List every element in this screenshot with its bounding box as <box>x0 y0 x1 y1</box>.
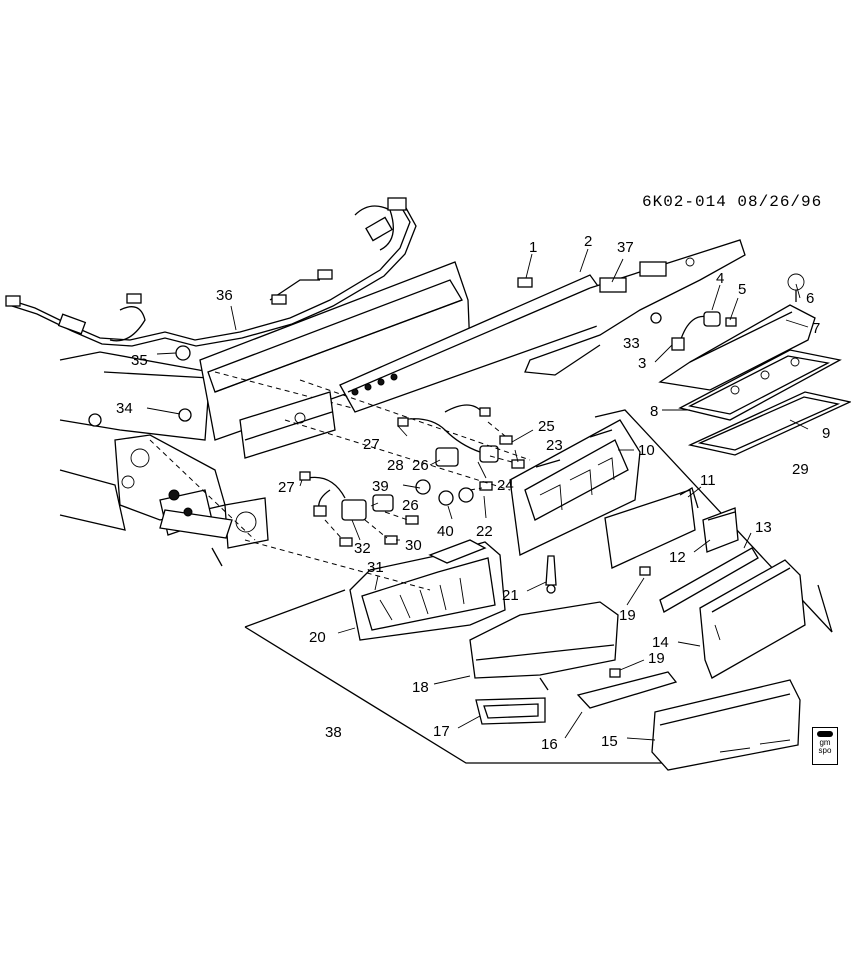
gm-spo-logo-icon: gm spo <box>812 727 838 765</box>
callout-19-top: 19 <box>619 607 636 624</box>
rear-panel-2 <box>199 261 471 459</box>
callout-15: 15 <box>601 733 618 750</box>
callout-2: 2 <box>584 233 592 250</box>
strip-16 <box>576 671 678 709</box>
group-outline-38 <box>244 589 668 764</box>
body-panel <box>59 351 269 567</box>
assembly-dashes <box>149 379 531 591</box>
callout-27-lower: 27 <box>278 479 295 496</box>
filler-18 <box>469 601 619 691</box>
callout-9: 9 <box>822 425 830 442</box>
socket-32-26 <box>299 471 394 521</box>
callout-20: 20 <box>309 629 326 646</box>
callout-25: 25 <box>538 418 555 435</box>
reflector-11 <box>604 487 699 569</box>
diagram-code: 6K02-014 08/26/96 <box>642 193 823 211</box>
gm-logo-line1: gm <box>819 738 831 747</box>
callout-21: 21 <box>502 587 519 604</box>
callout-1: 1 <box>529 239 537 256</box>
callout-28: 28 <box>387 457 404 474</box>
callout-33: 33 <box>623 335 640 352</box>
socket-4 <box>650 311 737 351</box>
callout-32: 32 <box>354 540 371 557</box>
callout-16: 16 <box>541 736 558 753</box>
callout-18: 18 <box>412 679 429 696</box>
lamp-assembly-20 <box>349 539 506 641</box>
callout-24: 24 <box>497 477 514 494</box>
callout-10: 10 <box>638 442 655 459</box>
tail-lamp-housing-10 <box>509 419 641 556</box>
strip-13 <box>659 547 759 613</box>
callout-5: 5 <box>738 281 746 298</box>
callout-26-lower: 26 <box>402 497 419 514</box>
lens-17 <box>475 697 546 725</box>
callout-23: 23 <box>546 437 563 454</box>
callout-labels: 1 2 37 4 5 6 7 33 3 8 9 10 29 11 13 12 1… <box>116 233 830 753</box>
callout-27-upper: 27 <box>363 436 380 453</box>
group-outline-29 <box>594 409 833 633</box>
lens-15 <box>651 679 801 771</box>
lamp-housing-8 <box>678 349 842 421</box>
callout-14: 14 <box>652 634 669 651</box>
callout-31: 31 <box>367 559 384 576</box>
callout-36: 36 <box>216 287 233 304</box>
callout-35: 35 <box>131 352 148 369</box>
callout-30: 30 <box>405 537 422 554</box>
hardware-small-parts <box>88 345 651 678</box>
bracket-37 <box>524 239 746 376</box>
lens-12 <box>702 507 739 553</box>
callout-13: 13 <box>755 519 772 536</box>
callout-19-bottom: 19 <box>648 650 665 667</box>
callout-38: 38 <box>325 724 342 741</box>
callout-17: 17 <box>433 723 450 740</box>
callout-11: 11 <box>700 472 716 489</box>
callout-29: 29 <box>792 461 809 478</box>
callout-22: 22 <box>476 523 493 540</box>
callout-26-upper: 26 <box>412 457 429 474</box>
callout-7: 7 <box>812 320 820 337</box>
gasket-9 <box>687 391 851 456</box>
callout-12: 12 <box>669 549 686 566</box>
gm-logo-line2: spo <box>818 746 832 755</box>
callout-37: 37 <box>617 239 634 256</box>
callout-34: 34 <box>116 400 133 417</box>
callout-8: 8 <box>650 403 658 420</box>
brake-lamp-7 <box>658 273 816 391</box>
callout-6: 6 <box>806 290 814 307</box>
callout-39: 39 <box>372 478 389 495</box>
callout-40: 40 <box>437 523 454 540</box>
callout-3: 3 <box>638 355 646 372</box>
callout-4: 4 <box>716 270 724 287</box>
lens-14 <box>699 559 806 679</box>
leader-lines <box>146 248 809 741</box>
wiring-harness-36 <box>5 197 417 347</box>
gm-logo-bar <box>817 731 833 737</box>
